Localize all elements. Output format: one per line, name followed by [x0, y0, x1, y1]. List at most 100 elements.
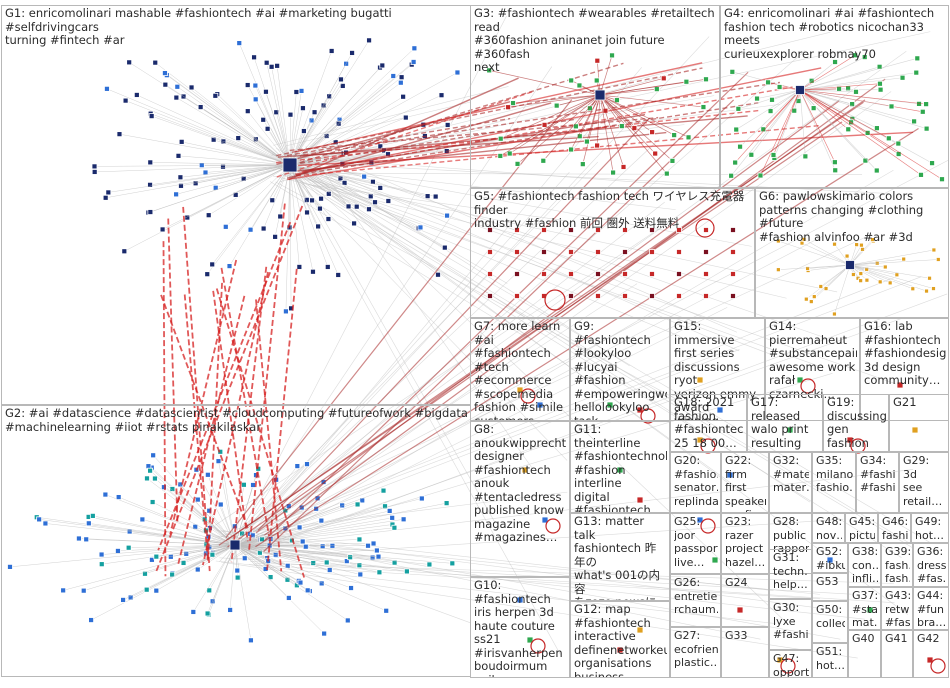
graph-node	[832, 59, 838, 65]
edge-red	[299, 115, 748, 157]
edge-gray	[289, 164, 308, 213]
graph-node	[823, 286, 829, 291]
graph-node	[98, 551, 105, 558]
graph-node	[348, 585, 354, 591]
graph-node	[202, 169, 209, 176]
edge-gray	[296, 167, 933, 544]
group-box-g16: G16: lab #fashiontech #fashiondesign 3d …	[860, 318, 949, 421]
group-box-g6: G6: pawlowskimario colors patterns chang…	[755, 188, 949, 318]
graph-node	[913, 69, 920, 76]
graph-node	[514, 227, 520, 233]
edge-gray	[289, 164, 357, 207]
edge-gray	[799, 89, 878, 129]
graph-node	[366, 37, 372, 44]
graph-node	[776, 656, 784, 664]
edge-gray	[235, 164, 291, 196]
graph-node	[391, 524, 398, 531]
graph-node	[162, 81, 169, 88]
edge-gray	[849, 249, 934, 266]
graph-node	[728, 172, 735, 179]
graph-node	[594, 142, 601, 149]
group-box-g3: G3: #fashiontech #wearables #retailtech …	[470, 5, 720, 188]
group-label-g18: G18: 2021 fashion #fashiontech 25 18 00…	[674, 396, 744, 450]
group-label-g30: G30: lyxe #fashi…	[773, 601, 809, 641]
graph-node	[733, 126, 740, 133]
edge-gray	[289, 75, 394, 166]
graph-node	[205, 212, 212, 219]
edge-gray	[849, 264, 886, 268]
graph-node	[818, 284, 824, 289]
graph-node	[102, 491, 109, 498]
edge-red	[220, 267, 270, 536]
graph-node	[152, 59, 159, 66]
group-box-g22: G22: firm first speaker confir…	[721, 452, 769, 513]
edge-red	[287, 126, 608, 181]
graph-node	[676, 293, 682, 299]
graph-node	[593, 77, 600, 84]
edge-gray	[234, 544, 387, 611]
graph-node	[398, 74, 405, 81]
graph-hub-node	[845, 260, 855, 270]
graph-node	[341, 179, 348, 186]
group-label-g41: G41	[885, 632, 908, 645]
graph-node	[568, 77, 575, 84]
graph-node	[153, 553, 160, 560]
graph-node	[149, 499, 156, 505]
group-label-g38: G38: con… infli…	[852, 545, 878, 585]
graph-node	[516, 596, 524, 604]
graph-node	[541, 249, 547, 255]
edge-gray	[799, 89, 806, 157]
graph-ring	[530, 638, 546, 654]
graph-node	[83, 536, 90, 543]
graph-node	[367, 193, 374, 200]
graph-node	[846, 436, 854, 444]
graph-node	[344, 617, 351, 624]
edge-red	[167, 218, 179, 523]
group-box-g5: G5: #fashiontech fashion tech ワイヤレス充電器 f…	[470, 188, 755, 318]
graph-node	[616, 646, 624, 654]
edge-gray	[136, 94, 291, 166]
graph-node	[116, 131, 123, 138]
edge-gray	[285, 101, 471, 147]
graph-node	[60, 587, 67, 594]
group-label-g6: G6: pawlowskimario colors patterns chang…	[759, 190, 924, 244]
graph-node	[400, 93, 407, 100]
edge-gray	[207, 164, 291, 275]
edge-gray	[229, 201, 665, 543]
graph-node	[801, 236, 807, 242]
edge-red	[215, 288, 305, 578]
edge-gray	[240, 469, 914, 549]
edge-gray	[176, 164, 291, 195]
graph-node	[776, 84, 783, 90]
group-box-g7: G7: more learn #ai #fashiontech #tech #e…	[470, 318, 570, 421]
graph-node	[173, 94, 180, 101]
edge-gray	[234, 479, 277, 546]
graph-node	[386, 508, 393, 514]
graph-node	[194, 566, 201, 573]
group-label-g51: G51: hot…	[816, 645, 845, 672]
graph-node	[444, 122, 451, 128]
edge-gray	[289, 50, 332, 166]
edge-gray	[9, 544, 236, 568]
edge-gray	[739, 89, 801, 147]
edge-gray	[209, 544, 236, 591]
edge-gray	[278, 95, 715, 170]
graph-node	[858, 271, 864, 276]
edge-gray	[734, 89, 801, 163]
graph-node	[862, 157, 869, 164]
graph-node	[80, 587, 87, 594]
edge-gray	[289, 153, 389, 166]
graph-node	[929, 160, 935, 167]
graph-node	[521, 466, 529, 474]
graph-node	[609, 52, 615, 59]
edge-gray	[216, 530, 818, 609]
edge-gray	[39, 519, 236, 546]
edge-red	[556, 94, 601, 106]
group-label-g32: G32: #mate… mater…	[773, 454, 809, 494]
graph-node	[811, 294, 817, 300]
graph-node	[885, 135, 892, 142]
graph-node	[209, 261, 216, 268]
graph-node	[441, 244, 448, 251]
group-box-g49: G49: hot…	[911, 513, 949, 543]
edge-gray	[180, 164, 291, 178]
